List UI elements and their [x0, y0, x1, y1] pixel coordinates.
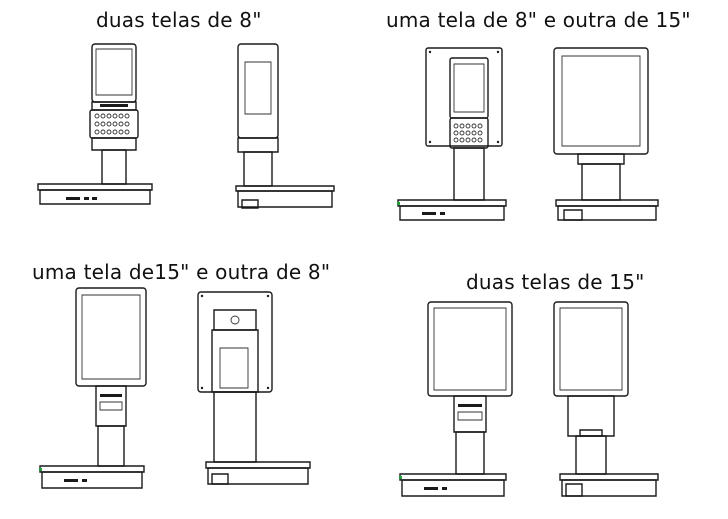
config-title-8-and-15-inch: uma tela de 8" e outra de 15" [386, 8, 691, 32]
scale-side-view-8-8 [228, 40, 338, 215]
config-title-15-and-8-inch: uma tela de15" e outra de 8" [32, 260, 331, 284]
scale-side-view-15-15 [552, 300, 662, 506]
scale-side-view-15-8 [196, 290, 314, 500]
config-title-two-8-inch: duas telas de 8" [96, 8, 262, 32]
scale-front-view-8-8 [36, 40, 156, 210]
scale-front-view-8-15 [397, 44, 508, 230]
scale-side-view-8-15 [552, 44, 662, 230]
scale-front-view-15-8 [39, 286, 148, 500]
config-title-two-15-inch: duas telas de 15" [466, 270, 645, 294]
scale-front-view-15-15 [399, 300, 508, 506]
